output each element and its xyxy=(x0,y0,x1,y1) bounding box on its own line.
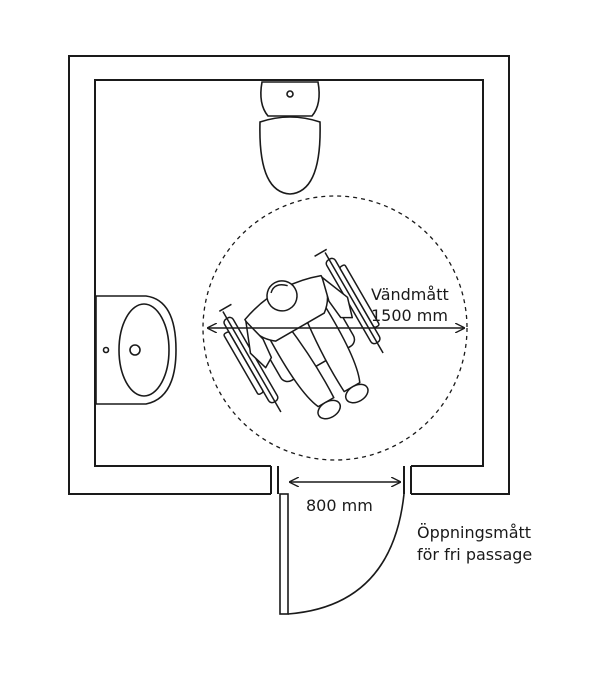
door-icon xyxy=(279,493,405,615)
door-width-label: 800 mm xyxy=(306,496,373,515)
toilet-icon xyxy=(259,81,321,195)
room-walls xyxy=(68,55,510,495)
turning-label-title: Vändmått xyxy=(371,285,449,304)
turning-label-value: 1500 mm xyxy=(371,306,448,325)
opening-label-line1: Öppningsmått xyxy=(417,523,532,542)
opening-label-line2: för fri passage xyxy=(417,545,533,564)
wheelchair-user-icon xyxy=(218,248,384,420)
sink-icon xyxy=(95,295,177,405)
turning-circle xyxy=(202,195,468,461)
